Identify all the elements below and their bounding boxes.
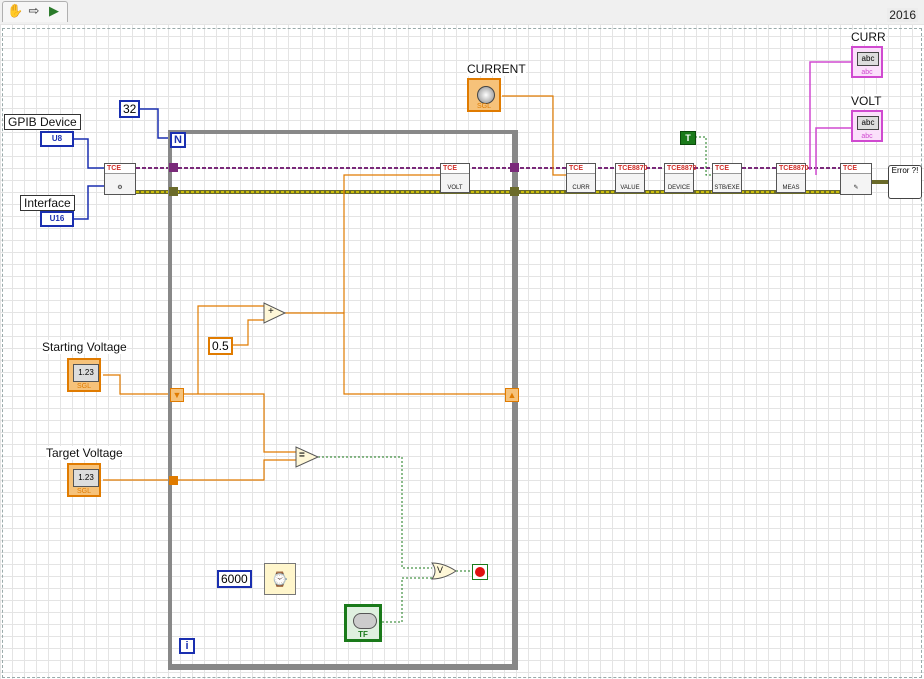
run-icon[interactable]: ▶: [49, 3, 59, 18]
hand-tool-icon[interactable]: ✋: [7, 3, 24, 18]
starting-voltage-type: SGL: [76, 383, 91, 390]
stb-exe-vi-caption: STB/EXE: [714, 185, 740, 191]
current-knob-control[interactable]: SGL: [467, 78, 501, 112]
starting-voltage-value: 1.23: [73, 364, 99, 382]
reference-tunnel-left: [169, 163, 178, 172]
stop-boolean-control[interactable]: TF: [344, 604, 382, 642]
toolbar-frame: [2, 1, 68, 22]
toolbar: ✋ ⇨ ▶ 2016: [0, 0, 924, 24]
toggle-icon: [353, 613, 377, 629]
volt-indicator[interactable]: abc abc: [851, 110, 883, 142]
loop-count-terminal: N: [170, 132, 186, 148]
version-year: 2016: [887, 8, 918, 22]
current-label: CURRENT: [467, 62, 526, 76]
curr-indicator[interactable]: abc abc: [851, 46, 883, 78]
interface-label: Interface: [20, 195, 75, 211]
value-vi-caption: VALUE: [620, 185, 640, 191]
volt-indicator-label: VOLT: [851, 94, 882, 108]
open-session-header: TCE: [105, 164, 135, 174]
curr-vi[interactable]: TCE CURR: [566, 163, 596, 193]
gpib-device-control[interactable]: U8: [40, 131, 74, 147]
gpib-device-label: GPIB Device: [4, 114, 81, 130]
close-session-header: TCE: [841, 164, 871, 174]
close-session-vi[interactable]: TCE ✎: [840, 163, 872, 195]
or-node[interactable]: V: [437, 565, 444, 575]
volt-vi-caption: VOLT: [447, 185, 463, 191]
constant-32[interactable]: 32: [119, 100, 141, 118]
true-constant[interactable]: T: [680, 131, 696, 145]
error-tunnel-right: [510, 187, 519, 196]
stop-boolean-type: TF: [358, 630, 368, 639]
knob-dial-icon: [477, 86, 495, 104]
constant-half[interactable]: 0.5: [208, 337, 233, 355]
add-node[interactable]: +: [268, 306, 274, 317]
stb-exe-vi[interactable]: TCE STB/EXE: [712, 163, 742, 193]
starting-voltage-control[interactable]: 1.23 SGL: [67, 358, 101, 392]
arrow-right-icon[interactable]: ⇨: [28, 3, 40, 18]
meas-vi-caption: MEAS: [782, 185, 800, 191]
equal-node[interactable]: =: [299, 450, 305, 461]
wait-ms-icon[interactable]: ⌚: [264, 563, 296, 595]
gpib-wire: [72, 138, 104, 169]
interface-control[interactable]: U16: [40, 211, 74, 227]
wait-ms-constant[interactable]: 6000: [217, 570, 252, 588]
open-session-vi[interactable]: TCE ⚙: [104, 163, 136, 195]
shift-register-right: ▲: [505, 388, 519, 402]
target-voltage-tunnel: [169, 476, 178, 485]
meas-vi[interactable]: TCE8870 MEAS: [776, 163, 809, 193]
curr-vi-header: TCE: [567, 164, 595, 174]
error-handler-icon[interactable]: Error ?!: [888, 165, 922, 199]
volt-vi[interactable]: TCE VOLT: [440, 163, 470, 193]
device-vi[interactable]: TCE8870 DEVICE: [664, 163, 697, 193]
curr-indicator-type: abc: [861, 69, 873, 76]
reference-tunnel-right: [510, 163, 519, 172]
current-type: SGL: [476, 103, 491, 110]
while-loop[interactable]: [168, 130, 518, 670]
device-vi-caption: DEVICE: [667, 185, 691, 191]
device-vi-header: TCE8870: [665, 164, 697, 174]
target-voltage-control[interactable]: 1.23 SGL: [67, 463, 101, 497]
interface-wire: [72, 185, 104, 220]
stb-exe-vi-header: TCE: [713, 164, 741, 174]
meas-vi-header: TCE8870: [777, 164, 809, 174]
volt-indicator-type: abc: [861, 133, 873, 140]
curr-vi-caption: CURR: [572, 185, 590, 191]
curr-indicator-value: abc: [857, 52, 879, 66]
starting-voltage-label: Starting Voltage: [42, 340, 127, 354]
error-tunnel-left: [169, 187, 178, 196]
close-session-icon: ✎: [853, 185, 859, 191]
loop-iteration-terminal: i: [179, 638, 195, 654]
loop-condition-stop-icon[interactable]: [472, 564, 488, 580]
open-session-icon: ⚙: [117, 185, 123, 191]
value-vi-header: TCE8870: [616, 164, 648, 174]
curr-indicator-label: CURR: [851, 30, 886, 44]
volt-indicator-value: abc: [857, 116, 879, 130]
volt-vi-header: TCE: [441, 164, 469, 174]
target-voltage-value: 1.23: [73, 469, 99, 487]
value-vi[interactable]: TCE8870 VALUE: [615, 163, 648, 193]
shift-register-left: ▼: [170, 388, 184, 402]
target-voltage-type: SGL: [76, 488, 91, 495]
target-voltage-label: Target Voltage: [46, 446, 123, 460]
